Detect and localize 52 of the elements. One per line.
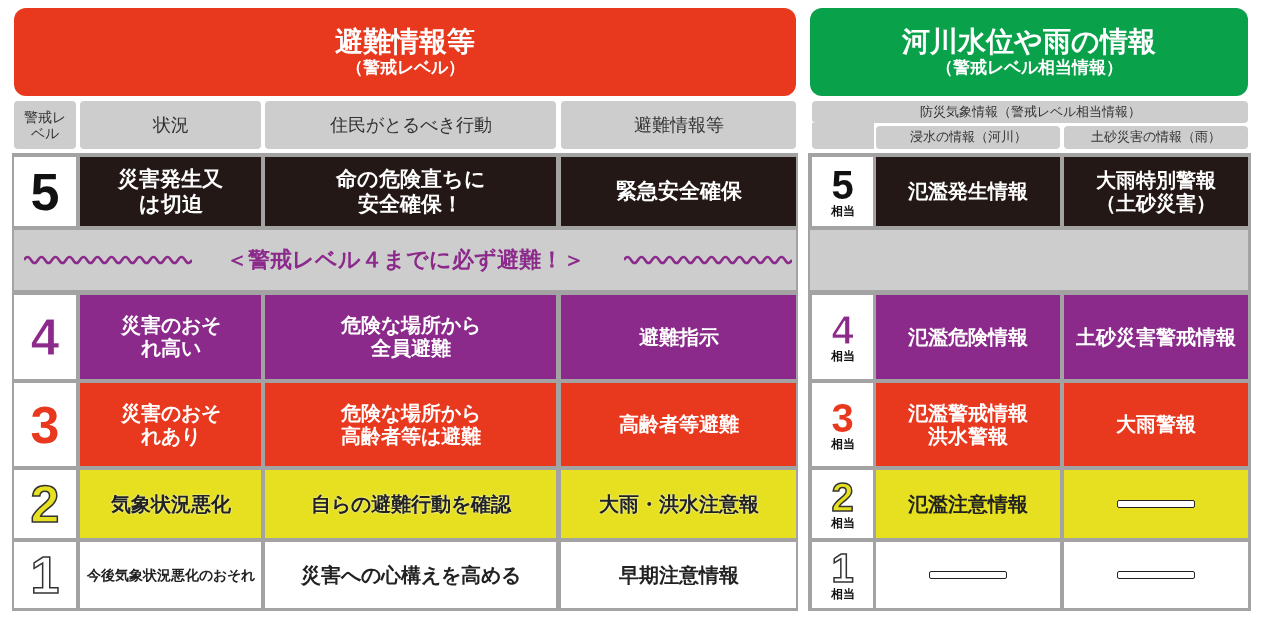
table-cell: 危険な場所から高齢者等は避難 xyxy=(265,383,556,466)
column-header: 警戒レベル xyxy=(14,101,76,149)
table-cell: 大雨警報 xyxy=(1064,383,1248,466)
table-cell: 早期注意情報 xyxy=(561,542,796,608)
header-banner xyxy=(810,8,1248,96)
table-cell: 災害のおそれ高い xyxy=(80,295,261,379)
column-header: 住民がとるべき行動 xyxy=(265,101,556,149)
level-suffix: 相当 xyxy=(830,588,855,602)
header-subtitle: （警戒レベル相当情報） xyxy=(935,58,1123,78)
table-cell: 高齢者等避難 xyxy=(561,383,796,466)
warning-name: 洪水警報 xyxy=(928,424,1008,448)
level-number: 4 xyxy=(831,310,854,351)
table-cell: 大雨特別警報（土砂災害） xyxy=(1064,157,1248,226)
level-suffix: 相当 xyxy=(830,350,855,364)
level-suffix: 相当 xyxy=(830,204,855,219)
level-number: 2 xyxy=(831,477,854,518)
warning-name: 氾濫警戒情報 xyxy=(908,401,1028,425)
column-header: 防災気象情報（警戒レベル相当情報） xyxy=(812,101,1248,123)
table-cell: 大雨・洪水注意報 xyxy=(561,470,796,538)
header-banner xyxy=(14,8,796,96)
level-number: 1 xyxy=(831,548,854,589)
header-title: 避難情報等 xyxy=(335,26,475,59)
table-cell: 危険な場所から全員避難 xyxy=(265,295,556,379)
level-number: 5 xyxy=(30,165,60,218)
warning-text: ＜警戒レベル４までに必ず避難！＞ xyxy=(224,246,586,275)
header-title: 河川水位や雨の情報 xyxy=(902,26,1156,59)
table-cell: 災害発生又は切迫 xyxy=(80,157,261,226)
column-header: 避難情報等 xyxy=(561,101,796,149)
table-cell: 土砂災害警戒情報 xyxy=(1064,295,1248,379)
level-number: 1 xyxy=(30,549,60,601)
table-cell: 災害のおそれあり xyxy=(80,383,261,466)
table-cell: 氾濫注意情報 xyxy=(876,470,1060,538)
table-cell: 自らの避難行動を確認 xyxy=(265,470,556,538)
column-header: 状況 xyxy=(80,101,261,149)
level-number: 5 xyxy=(831,164,854,205)
level-number: 4 xyxy=(30,311,60,363)
level-suffix: 相当 xyxy=(830,517,855,531)
column-header: 土砂災害の情報（雨） xyxy=(1064,126,1248,149)
level-number: 3 xyxy=(30,398,60,451)
table-cell: 氾濫発生情報 xyxy=(876,157,1060,226)
table-cell: 緊急安全確保 xyxy=(561,157,796,226)
table-cell: 気象状況悪化 xyxy=(80,470,261,538)
level-number: 3 xyxy=(831,397,854,438)
table-cell: 氾濫危険情報 xyxy=(876,295,1060,379)
table-cell: 避難指示 xyxy=(561,295,796,379)
level-number: 2 xyxy=(30,478,60,530)
table-cell: 今後気象状況悪化のおそれ xyxy=(80,542,261,608)
table-cell: 災害への心構えを高める xyxy=(265,542,556,608)
column-header: 浸水の情報（河川） xyxy=(876,126,1060,149)
table-cell: 命の危険直ちに安全確保！ xyxy=(265,157,556,226)
header-subtitle: （警戒レベル） xyxy=(345,58,465,78)
level-suffix: 相当 xyxy=(830,437,855,452)
